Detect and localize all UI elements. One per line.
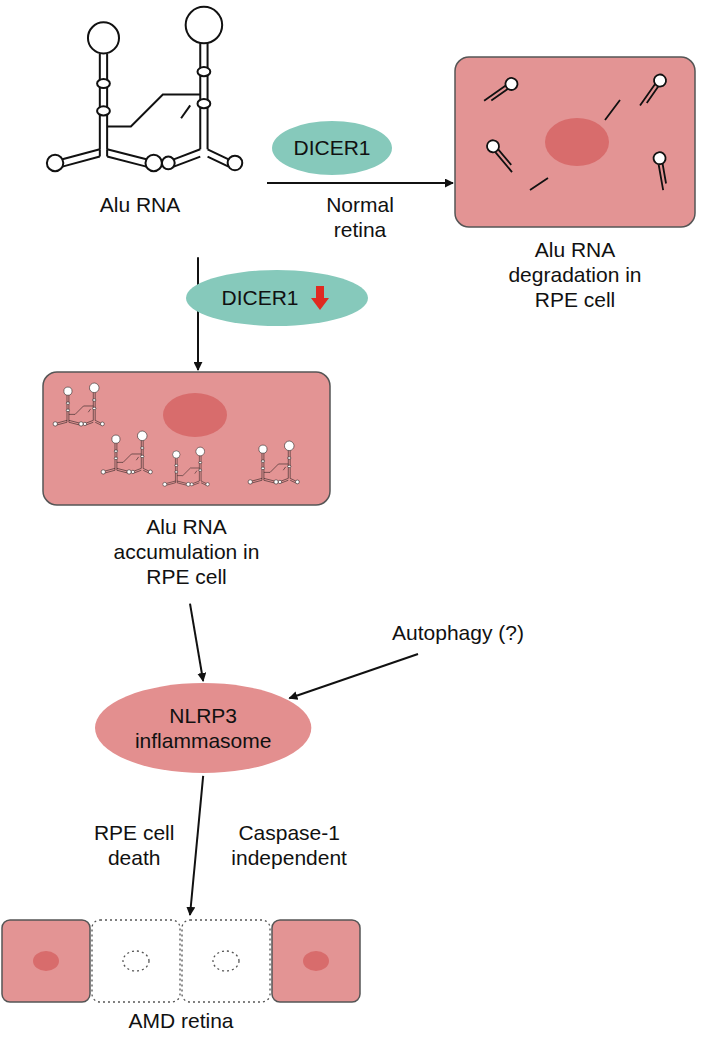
edge-label: Normal retina [305, 192, 415, 242]
enzyme-ellipse: DICER1 [186, 270, 368, 326]
arrow-connector [190, 776, 203, 915]
amd-retina-cells [2, 920, 360, 1002]
node-text: Autophagy (?) [392, 620, 524, 645]
ellipse-outline [95, 683, 311, 773]
node-text: Alu RNA [100, 192, 181, 217]
edge-label: RPE cell death [79, 820, 189, 870]
text-box: DICER1 [186, 270, 334, 326]
cell-box: Alu RNA degradation in RPE cell [455, 57, 695, 317]
node-text: DICER1 [293, 135, 370, 160]
text-box: Alu RNA degradation in RPE cell [455, 235, 695, 315]
text-box: AMD retina [0, 1006, 362, 1035]
rpe-cell-normal [455, 57, 695, 227]
rpe-cell-accumulating [43, 372, 330, 505]
node-text: DICER1 [221, 285, 298, 310]
complex-ellipse: NLRP3 inflammasome [95, 683, 311, 773]
text-box: Alu RNA accumulation in RPE cell [43, 512, 330, 592]
node-text: AMD retina [128, 1008, 233, 1033]
text-box: NLRP3 inflammasome [95, 683, 311, 773]
text-box: DICER1 [272, 121, 392, 175]
ellipse-shape [95, 683, 311, 773]
arrow-connector [197, 257, 199, 370]
alu-rna-structure [47, 7, 242, 171]
node-text: NLRP3 inflammasome [128, 703, 278, 753]
text-box: Alu RNA [35, 190, 245, 219]
annotation-text: Caspase-1 independent [219, 820, 359, 870]
node-text: Alu RNA accumulation in RPE cell [112, 514, 262, 590]
arrow-connector [190, 604, 203, 681]
decrease-arrow [311, 286, 329, 310]
ellipse-shape [272, 121, 392, 175]
rna-structure: Alu RNA [35, 0, 245, 221]
node-text: Alu RNA degradation in RPE cell [500, 237, 650, 313]
enzyme-ellipse: DICER1 [272, 121, 392, 175]
ellipse-shape [186, 270, 368, 326]
arrow-connector [267, 182, 453, 184]
retina-cells: AMD retina [0, 918, 362, 1037]
cell-box: Alu RNA accumulation in RPE cell [43, 372, 330, 594]
text-box: Autophagy (?) [368, 616, 548, 650]
arrow-connector [289, 654, 418, 698]
process-text: Autophagy (?) [368, 616, 548, 650]
